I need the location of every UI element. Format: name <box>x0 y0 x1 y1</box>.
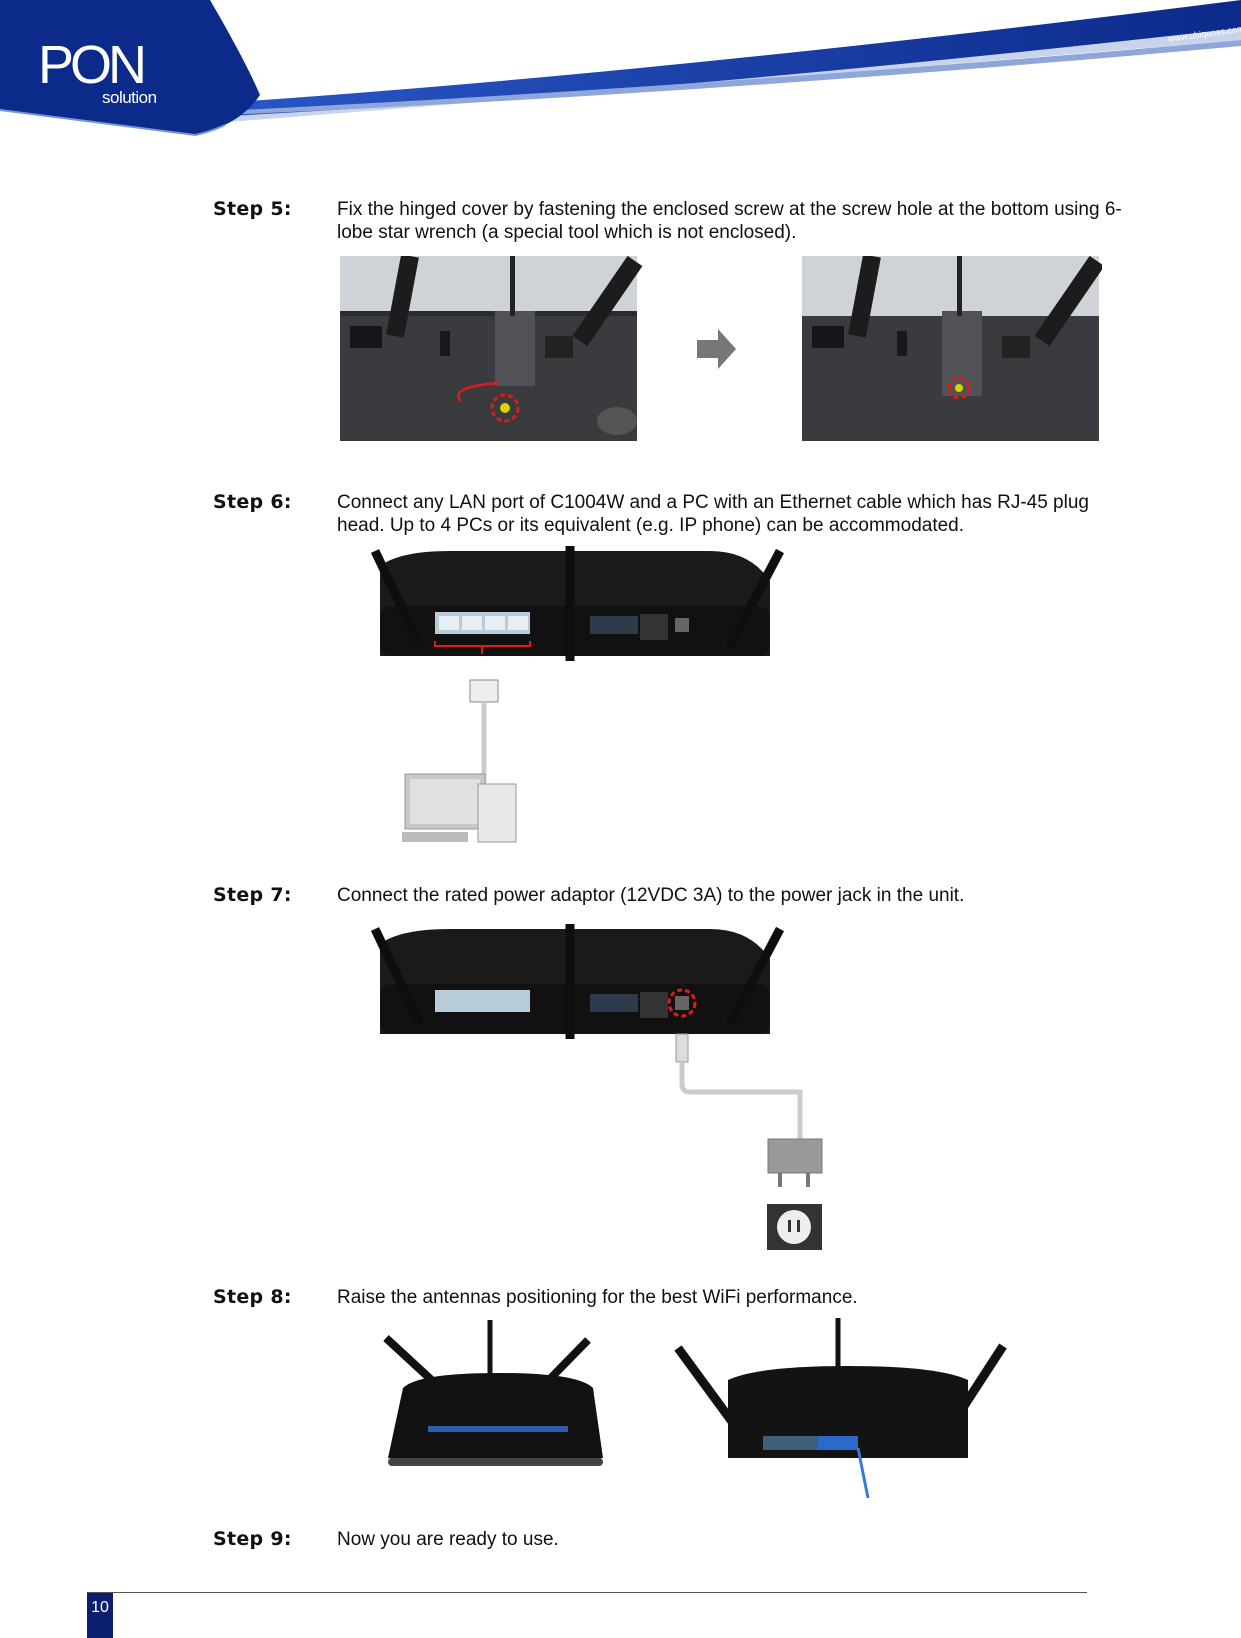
header-banner <box>0 0 1241 137</box>
router-back-view <box>370 546 784 661</box>
router-back-view <box>370 924 784 1039</box>
arrow-right-icon <box>697 329 736 369</box>
step-8-text: Raise the antennas positioning for the b… <box>337 1287 858 1308</box>
before-photo <box>340 256 643 441</box>
step-7-label: Step 7: <box>213 884 292 906</box>
step-9-label: Step 9: <box>213 1528 292 1550</box>
step-6-label: Step 6: <box>213 491 292 513</box>
router-front-view <box>383 1320 603 1466</box>
step-8-illustration <box>383 1318 1007 1499</box>
logo-solution-text: solution <box>102 88 157 107</box>
step-8-label: Step 8: <box>213 1286 292 1308</box>
step-5-text: Fix the hinged cover by fastening the en… <box>337 199 1122 243</box>
power-plug-icon <box>675 1033 689 1063</box>
step-9-text: Now you are ready to use. <box>337 1529 559 1550</box>
after-photo <box>802 256 1102 441</box>
step-5-illustration <box>340 256 1102 441</box>
step-5-label: Step 5: <box>213 198 292 220</box>
step-6-text: Connect any LAN port of C1004W and a PC … <box>337 492 1089 536</box>
rj45-plug-icon <box>469 679 499 703</box>
footer-divider <box>87 1592 1087 1593</box>
logo-pon-text: PON <box>38 35 147 95</box>
wall-socket-icon <box>767 1204 822 1250</box>
router-rear-view <box>674 1318 1007 1499</box>
step-7-illustration <box>370 924 823 1250</box>
page-number: 10 <box>87 1593 113 1638</box>
step-7-text: Connect the rated power adaptor (12VDC 3… <box>337 885 965 906</box>
page-header: PON solution www.ubiquoss.com <box>0 0 1241 150</box>
desktop-pc-icon <box>402 773 517 843</box>
power-adapter-icon <box>767 1138 823 1187</box>
step-6-illustration <box>370 546 784 843</box>
